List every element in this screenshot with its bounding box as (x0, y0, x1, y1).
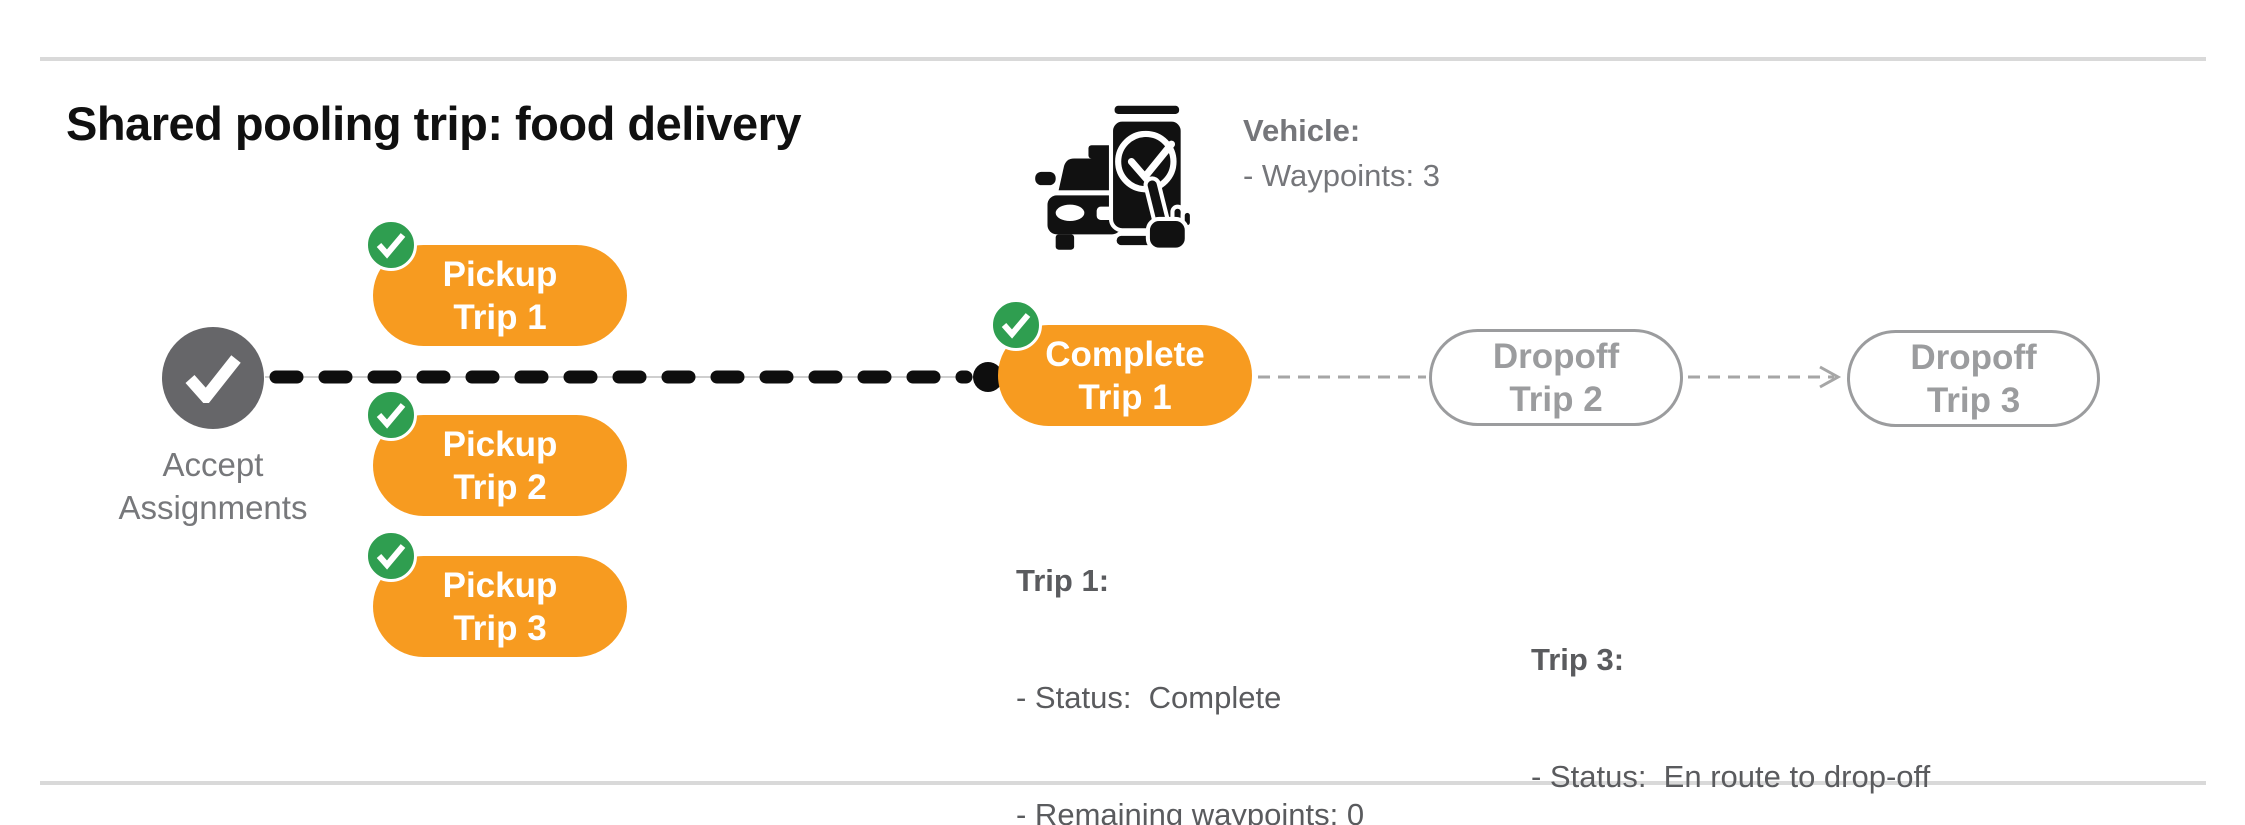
node-complete-trip-1: Complete Trip 1 (990, 299, 1252, 426)
vehicle-info: Vehicle: - Waypoints: 3 (1243, 108, 1440, 198)
check-badge-icon (365, 530, 417, 582)
node-pickup-trip-1: Pickup Trip 1 (365, 219, 627, 346)
accept-assignments-label: Accept Assignments (118, 446, 308, 526)
arrowhead-icon (1819, 365, 1842, 389)
top-divider (40, 57, 2206, 61)
vehicle-waypoints: - Waypoints: 3 (1243, 158, 1440, 193)
page-title: Shared pooling trip: food delivery (66, 97, 802, 150)
trip3-status: - Status: En route to drop-off (1531, 759, 1931, 794)
check-badge-icon (990, 299, 1042, 351)
bottom-divider (40, 781, 2206, 785)
checkmark-icon (185, 355, 241, 403)
trip1-status: - Status: Complete (1016, 680, 1282, 715)
accept-assignments-node (162, 327, 264, 429)
node-pickup-trip-3: Pickup Trip 3 (365, 530, 627, 657)
node-dropoff-trip-2: Dropoff Trip 2 (1429, 329, 1683, 426)
trip1-waypoints: - Remaining waypoints: 0 (1016, 797, 1365, 825)
vehicle-car-phone-check-icon (1035, 102, 1194, 252)
check-badge-icon (365, 389, 417, 441)
node-dropoff-trip-3: Dropoff Trip 3 (1847, 330, 2100, 427)
trip1-title: Trip 1: (1016, 563, 1110, 598)
vehicle-label: Vehicle: (1243, 113, 1361, 148)
status-block-trips-1-2: Trip 1: - Status: Complete - Remaining w… (1016, 483, 1415, 825)
status-block-trip-3: Trip 3: - Status: En route to drop-off -… (1531, 562, 1930, 825)
check-badge-icon (365, 219, 417, 271)
node-pickup-trip-2: Pickup Trip 2 (365, 389, 627, 516)
trip3-title: Trip 3: (1531, 642, 1625, 677)
